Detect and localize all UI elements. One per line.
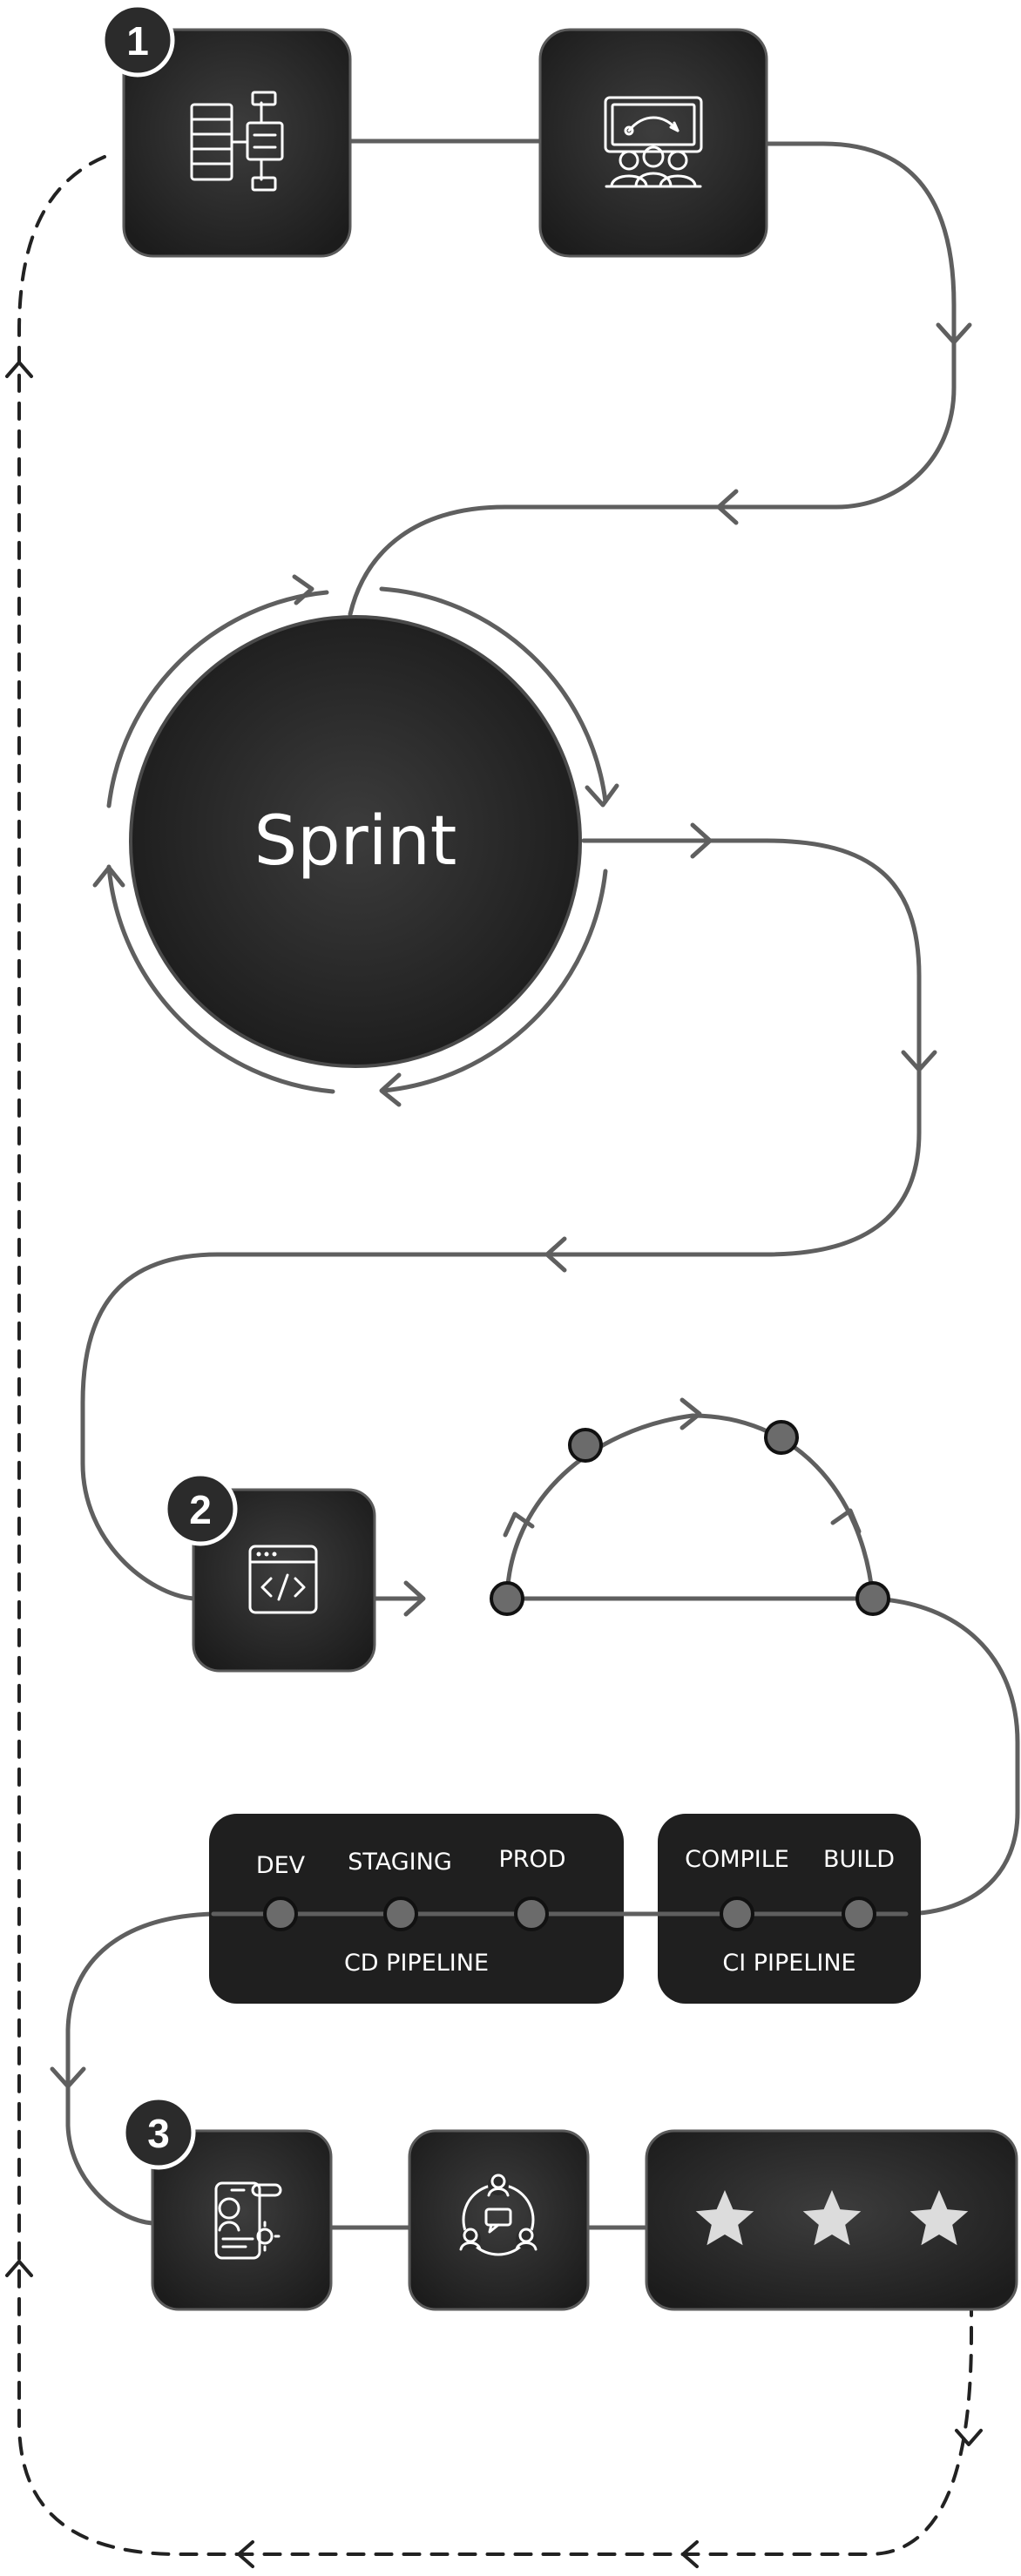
team-discussion-icon: [459, 2174, 538, 2256]
sprint-arc-bottom-left: [106, 864, 335, 1094]
flow-node: [568, 1428, 603, 1463]
flow-node: [855, 1581, 890, 1616]
sprint-label: Sprint: [254, 802, 457, 881]
arrow-down-2: [901, 1050, 937, 1072]
loop-arrow-down: [955, 2429, 983, 2446]
cd-node-dev: [263, 1897, 298, 1931]
sprint-arc-top-right: [379, 586, 608, 804]
loop-arrow-up-bottom: [5, 2260, 33, 2277]
mobile-profile-box[interactable]: [151, 2129, 333, 2311]
cd-pipeline-title: CD PIPELINE: [344, 1950, 489, 1977]
arrow-arc-left: [503, 1511, 535, 1538]
cd-node-staging: [383, 1897, 418, 1931]
flow-node: [764, 1420, 799, 1455]
arrow-down-1: [936, 322, 972, 345]
ci-node-build: [842, 1897, 876, 1931]
loop-arrow-left-1: [681, 2540, 699, 2568]
code-window-icon: [248, 1545, 318, 1614]
step-1: 1: [100, 3, 768, 258]
step-number-1: 1: [126, 18, 149, 64]
cd-stage-staging: STAGING: [348, 1849, 452, 1876]
ci-pipeline-title: CI PIPELINE: [722, 1950, 855, 1977]
rating-stars: [695, 2190, 969, 2246]
loop-arrow-left-2: [237, 2540, 254, 2568]
step-badge-3: [121, 2095, 196, 2170]
sprint-arc-bottom-right: [381, 869, 608, 1093]
step-badge-2: [163, 1471, 238, 1546]
mobile-profile-settings-icon: [214, 2181, 282, 2260]
step-number-2: 2: [189, 1487, 212, 1532]
flowchart-icon: [190, 91, 284, 192]
step-badge-1: [100, 3, 175, 78]
star-icon: [695, 2190, 754, 2246]
code-box[interactable]: [192, 1488, 376, 1673]
arrow-right-sprint: [690, 822, 713, 859]
sprint-cycle: Sprint: [92, 574, 619, 1107]
team-discussion-box[interactable]: [408, 2129, 590, 2311]
arrow-left-1: [716, 489, 739, 525]
cd-stage-prod: PROD: [498, 1846, 565, 1873]
star-icon: [802, 2190, 862, 2246]
flow-arrows: [50, 322, 972, 2089]
step-number-3: 3: [147, 2111, 170, 2156]
ci-stage-build: BUILD: [823, 1846, 895, 1873]
cd-stage-dev: DEV: [256, 1852, 306, 1879]
step-3: 3: [121, 2095, 1018, 2311]
star-icon: [909, 2190, 969, 2246]
ci-node-compile: [720, 1897, 754, 1931]
loop-arrow-up-top: [5, 361, 33, 378]
arrow-arc-right: [830, 1508, 862, 1534]
arrow-arc-top: [680, 1397, 702, 1430]
sprint-circle: [129, 615, 582, 1068]
ci-stage-compile: COMPILE: [685, 1846, 789, 1873]
flow-node: [490, 1581, 524, 1616]
arrow-down-3: [50, 2066, 86, 2089]
ci-pipeline: COMPILE BUILD CI PIPELINE: [658, 1814, 921, 2004]
ci-pipeline-box[interactable]: [658, 1814, 921, 2004]
presentation-box[interactable]: [538, 28, 768, 258]
feedback-loop: [5, 155, 983, 2568]
step-2: 2: [163, 1471, 376, 1673]
sprint-arc-top-left: [106, 590, 329, 808]
cd-node-prod: [514, 1897, 549, 1931]
flow-nodes: [263, 1420, 890, 1931]
arrow-right-code: [403, 1580, 426, 1617]
arrow-left-2: [544, 1236, 567, 1273]
presentation-team-icon: [604, 96, 703, 188]
